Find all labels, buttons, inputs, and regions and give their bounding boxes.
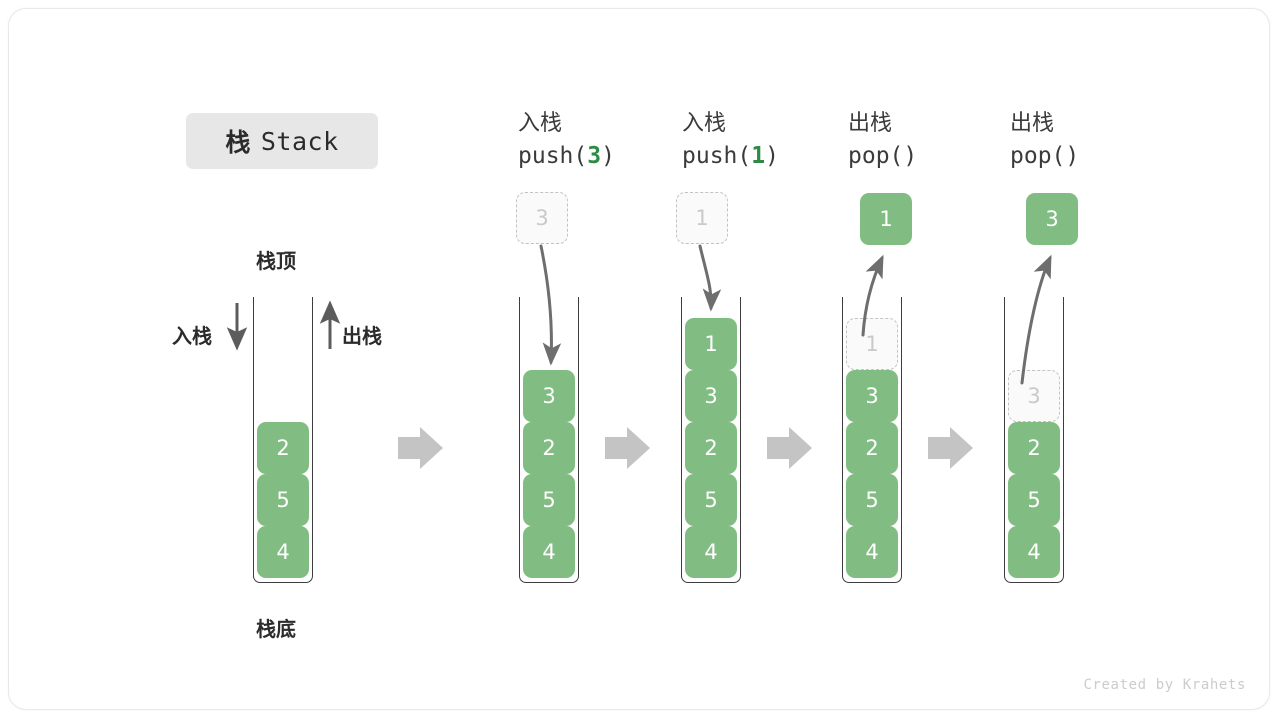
op-code-post: ) [903,142,918,169]
float-cell-push-3: 3 [516,192,568,244]
op-caption-push-3: 入栈 push(3) [518,108,615,173]
float-cell-pop-1: 1 [860,193,912,245]
op-code-pop-3: pop() [1010,140,1079,173]
stack-cell: 5 [846,474,898,526]
float-cell-value: 1 [695,206,709,230]
op-arg: 3 [587,142,602,169]
stack-cell: 1 [685,318,737,370]
stack-slots-pop-3: 3 2 5 4 [1008,370,1060,578]
op-caption-pop-1: 出栈 pop() [848,108,917,173]
op-code-pre: pop( [1010,142,1066,169]
title-en: Stack [260,126,339,156]
stack-cell: 2 [523,422,575,474]
op-caption-push-1: 入栈 push(1) [682,108,779,173]
op-cn-push-3: 入栈 [518,111,563,136]
stack-cell-ghost: 1 [846,318,898,370]
op-code-pop-1: pop() [848,140,917,173]
float-cell-value: 3 [535,206,549,230]
stack-slots-push-3: 3 2 5 4 [523,370,575,578]
float-cell-value: 3 [1045,207,1059,231]
stack-container-pop-3: 3 2 5 4 [1004,297,1064,583]
op-code-push-1: push(1) [682,140,779,173]
title-cn: 栈 [225,128,251,157]
stack-cell: 2 [257,422,309,474]
stack-cell: 2 [685,422,737,474]
float-cell-value: 1 [879,207,893,231]
stack-cell: 3 [685,370,737,422]
stack-cell: 4 [685,526,737,578]
stack-slots-push-1: 1 3 2 5 4 [685,318,737,578]
stack-cell: 3 [846,370,898,422]
stack-cell: 5 [685,474,737,526]
op-code-push-3: push(3) [518,140,615,173]
stack-cell: 4 [523,526,575,578]
diagram-title: 栈 Stack [186,113,378,169]
stack-slots-pop-1: 1 3 2 5 4 [846,318,898,578]
op-cn-pop-1: 出栈 [848,111,893,136]
stack-container-push-3: 3 2 5 4 [519,297,579,583]
op-cn-push-1: 入栈 [682,111,727,136]
label-push-side: 入栈 [172,324,212,348]
stack-cell: 5 [523,474,575,526]
stack-container-pop-1: 1 3 2 5 4 [842,297,902,583]
op-code-post: ) [1065,142,1080,169]
float-cell-pop-3: 3 [1026,193,1078,245]
stack-cell: 5 [257,474,309,526]
op-code-post: ) [765,142,779,169]
stack-cell-ghost: 3 [1008,370,1060,422]
stack-slots-initial: 2 5 4 [257,422,309,578]
op-code-post: ) [601,142,615,169]
stack-cell: 5 [1008,474,1060,526]
stack-cell: 4 [846,526,898,578]
op-caption-pop-3: 出栈 pop() [1010,108,1079,173]
float-cell-push-1: 1 [676,192,728,244]
op-arg: 1 [751,142,766,169]
stack-cell: 4 [257,526,309,578]
label-pop-side: 出栈 [342,324,382,348]
stack-cell: 3 [523,370,575,422]
stack-cell: 2 [1008,422,1060,474]
op-cn-pop-3: 出栈 [1010,111,1055,136]
op-code-pre: push( [682,142,752,169]
stack-container-initial: 2 5 4 [253,297,313,583]
op-code-pre: push( [518,142,588,169]
label-stack-bottom: 栈底 [256,617,296,641]
credit-watermark: Created by Krahets [1083,677,1246,693]
op-code-pre: pop( [848,142,904,169]
stack-cell: 2 [846,422,898,474]
label-stack-top: 栈顶 [256,249,296,273]
stack-container-push-1: 1 3 2 5 4 [681,297,741,583]
stack-cell: 4 [1008,526,1060,578]
